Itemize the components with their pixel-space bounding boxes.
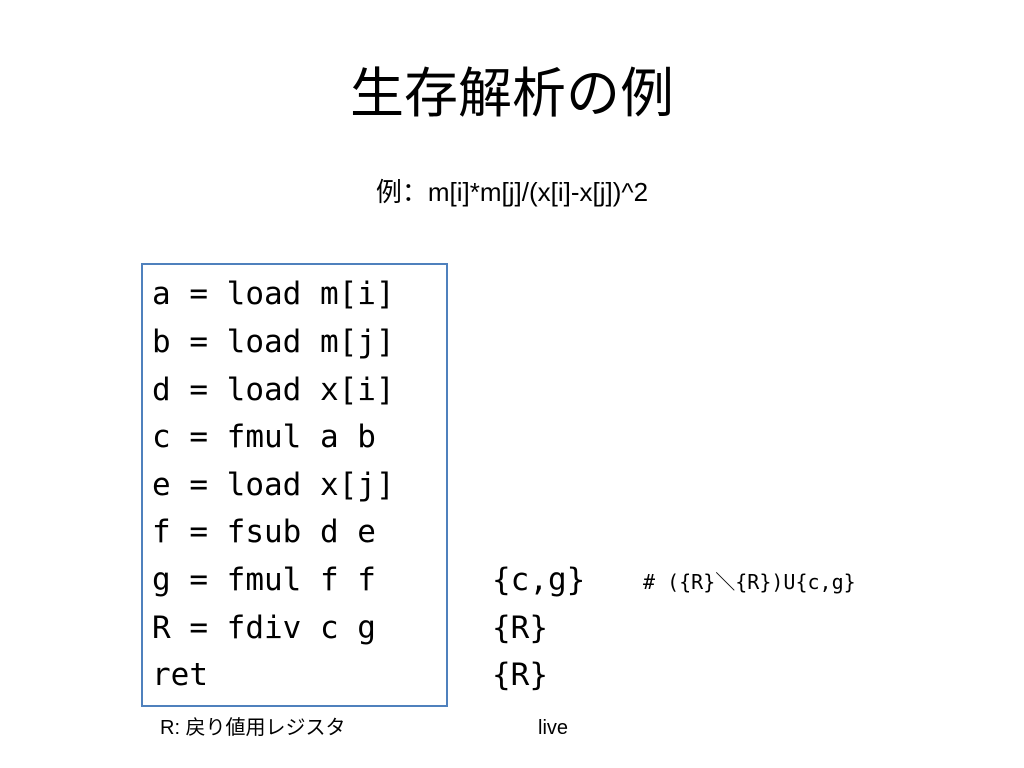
live-set: {R} xyxy=(492,657,548,693)
code-line: d = load x[i] xyxy=(152,372,395,408)
code-line: c = fmul a b xyxy=(152,419,376,455)
register-caption: R: 戻り値用レジスタ xyxy=(160,717,346,739)
code-line: a = load m[i] xyxy=(152,276,395,312)
code-line: g = fmul f f xyxy=(152,562,376,598)
code-line: ret xyxy=(152,657,208,693)
live-set: {c,g} xyxy=(492,562,586,598)
slide-title: 生存解析の例 xyxy=(350,62,674,125)
code-line: e = load x[j] xyxy=(152,467,395,503)
code-line: b = load m[j] xyxy=(152,324,395,360)
code-line: f = fsub d e xyxy=(152,514,376,550)
code-line: R = fdiv c g xyxy=(152,610,376,646)
code-box xyxy=(141,263,448,707)
live-set-comment: # ({R}＼{R})U{c,g} xyxy=(643,570,856,594)
example-expression: 例：m[i]*m[j]/(x[i]-x[j])^2 xyxy=(375,177,649,207)
live-set: {R} xyxy=(492,610,548,646)
live-caption: live xyxy=(538,717,569,739)
